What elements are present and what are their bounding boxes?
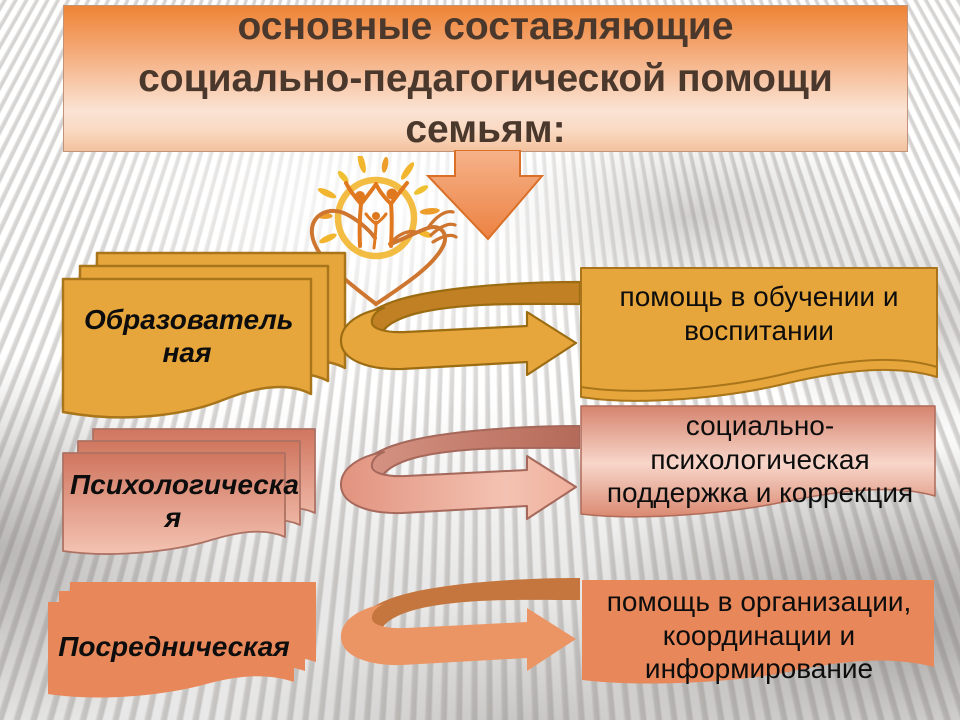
loop-arrow-icon bbox=[339, 425, 580, 520]
category-label-mediation: Посредническая bbox=[58, 631, 290, 662]
down-arrow-icon bbox=[425, 150, 545, 241]
result-label-education: помощь в обучении и воспитании bbox=[619, 281, 899, 346]
category-card-stack-psychological bbox=[62, 428, 316, 555]
category-label-psychological: Психологическа я bbox=[70, 469, 299, 534]
family-sun-in-hands-logo-icon bbox=[309, 156, 458, 306]
result-label-mediation: помощь в организации, координации и инфо… bbox=[606, 586, 912, 685]
result-label-psychological: социально-психологическая поддержка и ко… bbox=[606, 410, 914, 509]
page-title: основные составляющие социально-педагоги… bbox=[138, 5, 833, 152]
title-banner: основные составляющие социально-педагоги… bbox=[63, 5, 908, 152]
category-card-stack-mediation bbox=[48, 582, 316, 698]
category-label-education: Образователь ная bbox=[84, 304, 294, 369]
loop-arrow-icon bbox=[339, 280, 580, 377]
category-card-stack-education bbox=[61, 251, 347, 419]
result-banner-education bbox=[580, 267, 938, 402]
result-banner-mediation bbox=[582, 580, 934, 684]
result-banner-psychological bbox=[580, 405, 936, 518]
loop-arrow-icon bbox=[340, 578, 580, 671]
